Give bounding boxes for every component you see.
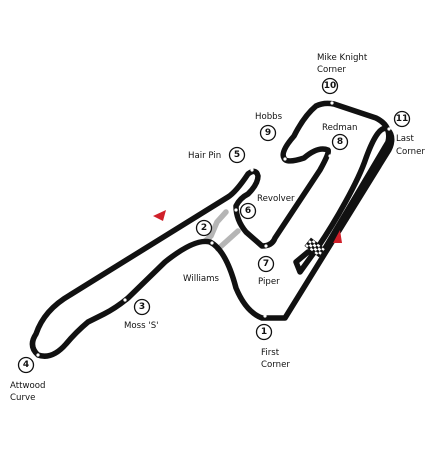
corner-number: 6 — [245, 206, 251, 216]
corner-number: 3 — [139, 302, 145, 312]
corner-badge-2: 2 — [195, 219, 213, 237]
corner-dot-10 — [330, 101, 334, 105]
corner-label-11-line-2: Corner — [396, 147, 425, 157]
corner-label-10-line-2: Corner — [317, 65, 346, 75]
corner-label-11-line-1: Last — [396, 134, 415, 144]
corner-label-9: Hobbs — [255, 112, 283, 122]
corner-dot-4 — [36, 353, 40, 357]
corner-dot-5 — [250, 168, 254, 172]
corner-number: 9 — [265, 128, 271, 138]
corner-label-7: Piper — [258, 277, 280, 287]
corner-dot-3 — [123, 298, 127, 302]
corner-dot-1 — [263, 314, 267, 318]
checkered-flag-icon — [304, 237, 326, 258]
corner-dot-7 — [264, 244, 268, 248]
corner-number: 10 — [324, 81, 337, 91]
corner-label-5: Hair Pin — [188, 151, 221, 161]
corner-badge-4: 4 — [17, 356, 35, 374]
corner-number: 7 — [263, 259, 269, 269]
corner-number: 8 — [337, 137, 343, 147]
corner-label-1-line-1: First — [261, 348, 280, 358]
corner-number: 11 — [396, 114, 409, 124]
corner-label-8: Redman — [322, 123, 357, 133]
corner-number: 2 — [201, 223, 207, 233]
corner-label-2: Williams — [183, 274, 219, 284]
corner-badge-6: 6 — [239, 202, 257, 220]
corner-dot-9 — [283, 157, 287, 161]
corner-dot-2 — [210, 241, 214, 245]
corner-label-1-line-2: Corner — [261, 360, 290, 370]
corner-label-4-line-2: Curve — [10, 393, 35, 403]
corner-badge-1: 1 — [255, 323, 273, 341]
corner-badge-7: 7 — [257, 255, 275, 273]
corner-label-6: Revolver — [257, 194, 295, 204]
shortcut-road — [202, 209, 229, 244]
shortcut-road-lower — [215, 228, 241, 252]
corner-badge-10: 10 — [321, 77, 339, 95]
corner-badge-3: 3 — [133, 298, 151, 316]
corner-dot-8 — [328, 154, 332, 158]
direction-arrow-icon — [153, 210, 166, 221]
corner-badge-11: 11 — [393, 110, 411, 128]
corner-badge-5: 5 — [228, 146, 246, 164]
corner-badge-9: 9 — [259, 124, 277, 142]
corner-dot-11 — [387, 127, 391, 131]
corner-badge-8: 8 — [331, 133, 349, 151]
corner-number: 1 — [261, 327, 267, 337]
corner-number: 4 — [23, 360, 29, 370]
corner-label-3: Moss 'S' — [124, 321, 159, 331]
corner-label-4-line-1: Attwood — [10, 381, 45, 391]
corner-label-10-line-1: Mike Knight — [317, 53, 368, 63]
direction-arrow-icon — [333, 230, 342, 243]
corner-number: 5 — [234, 150, 240, 160]
corner-dot-6 — [234, 208, 238, 212]
